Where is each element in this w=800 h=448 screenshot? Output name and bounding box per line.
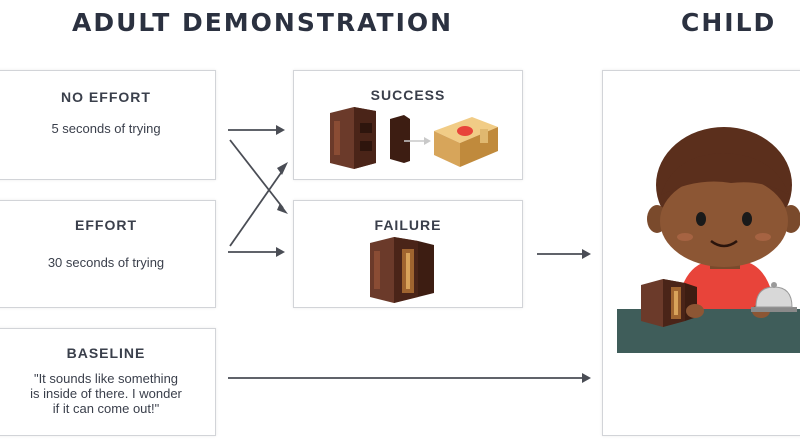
baseline-box: BASELINE "It sounds like something is in… (0, 328, 216, 436)
baseline-quote-line-3: if it can come out!" (52, 401, 160, 416)
toy-icon (434, 117, 498, 167)
reveal-arrow-head (424, 137, 431, 145)
puzzle-box-on-table-icon (641, 279, 697, 327)
effort-text: 30 seconds of trying (47, 255, 165, 270)
effort-box: EFFORT 30 seconds of trying (0, 200, 216, 308)
puzzle-box-closed-icon (370, 237, 434, 303)
child-heading: CHILD (681, 8, 777, 37)
child-eye-right (742, 212, 752, 226)
child-illustration (617, 127, 800, 353)
bell-icon (751, 282, 797, 312)
success-title: SUCCESS (370, 87, 446, 103)
baseline-quote-line-1: "It sounds like something (33, 371, 179, 386)
success-box: SUCCESS (293, 70, 523, 180)
child-eye-left (696, 212, 706, 226)
child-box (602, 70, 800, 436)
success-illustration (330, 107, 498, 169)
effort-title: EFFORT (75, 217, 137, 233)
failure-title: FAILURE (374, 217, 442, 233)
baseline-quote-line-2: is inside of there. I wonder (30, 386, 182, 401)
no-effort-text: 5 seconds of trying (51, 121, 161, 136)
baseline-title: BASELINE (66, 345, 146, 361)
child-face (660, 175, 788, 267)
adult-demonstration-heading: ADULT DEMONSTRATION (72, 8, 454, 37)
failure-illustration (370, 237, 434, 303)
no-effort-title: NO EFFORT (61, 89, 151, 105)
puzzle-box-icon (330, 107, 410, 169)
failure-box: FAILURE (293, 200, 523, 308)
child-smile (710, 239, 738, 248)
arrow-noeffort-to-failure (229, 139, 284, 209)
no-effort-box: NO EFFORT 5 seconds of trying (0, 70, 216, 180)
arrow-effort-to-success (229, 169, 284, 247)
